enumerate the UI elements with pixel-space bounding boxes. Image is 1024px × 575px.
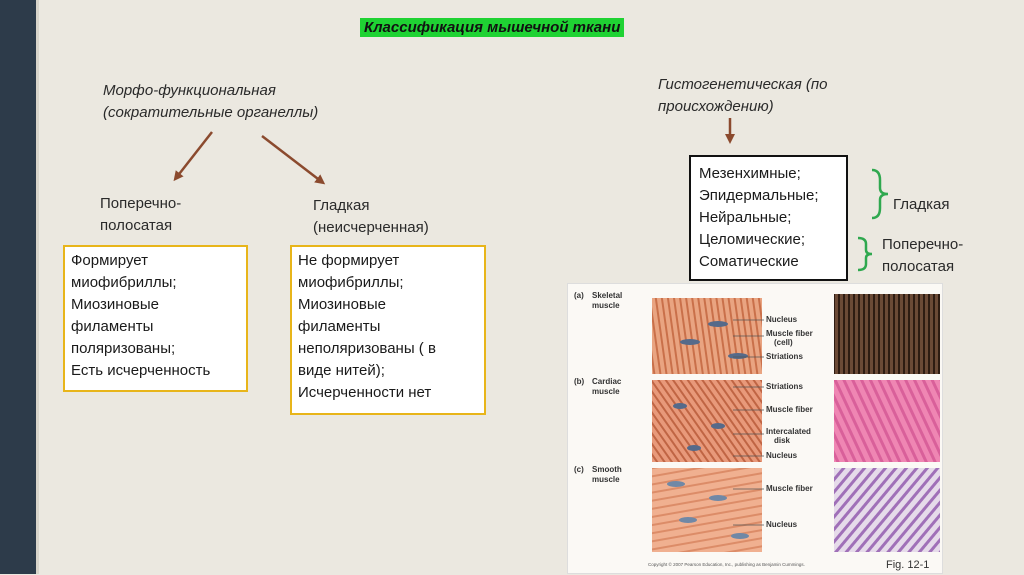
- label-muscle-fiber: Muscle fiber: [766, 405, 813, 414]
- smooth-nucleus: [731, 533, 749, 539]
- group-striated-label: Поперечно- полосатая: [882, 234, 963, 278]
- arrow-to-smooth: [261, 135, 326, 185]
- page-title: Классификация мышечной ткани: [360, 18, 625, 37]
- smooth-nucleus: [679, 517, 697, 523]
- smooth-box-line: неполяризованы ( в: [298, 340, 436, 357]
- origin-item: Целомические;: [699, 231, 806, 248]
- striated-label: Поперечно- полосатая: [100, 193, 181, 237]
- striated-label-line2: полосатая: [100, 217, 173, 234]
- cardiac-drawing: [652, 380, 762, 462]
- label-disk: disk: [774, 436, 791, 445]
- cardiac-nucleus: [711, 423, 725, 429]
- arrow-to-striated: [173, 131, 213, 182]
- striated-box-line: поляризованы;: [71, 340, 176, 357]
- bracket-smooth: [871, 168, 889, 220]
- striated-label-line1: Поперечно-: [100, 195, 182, 212]
- histo-heading-line1: Гистогенетическая (по: [658, 76, 828, 93]
- label-striations: Striations: [766, 382, 803, 391]
- panel-a-name1: Skeletal: [592, 291, 622, 300]
- smooth-box-line: Исчерченности нет: [298, 384, 432, 401]
- panel-b-tag: (b): [574, 377, 585, 386]
- panel-c-name1: Smooth: [592, 465, 622, 474]
- striated-box-line: филаменты: [71, 318, 154, 335]
- side-bar-strip: [36, 0, 39, 574]
- group-striated-line1: Поперечно-: [882, 236, 964, 253]
- morpho-heading-line1: Морфо-функциональная: [103, 82, 276, 99]
- figure-label: Fig. 12-1: [886, 559, 929, 571]
- label-nucleus: Nucleus: [766, 315, 798, 324]
- smooth-label-line2: (неисчерченная): [313, 219, 429, 236]
- origin-item: Нейральные;: [699, 209, 792, 226]
- side-bar: [0, 0, 36, 574]
- label-nucleus: Nucleus: [766, 451, 798, 460]
- histo-heading: Гистогенетическая (по происхождению): [658, 74, 827, 118]
- smooth-drawing: [652, 468, 762, 552]
- figure-copyright: Copyright © 2007 Pearson Education, Inc.…: [648, 561, 805, 567]
- smooth-box-line: Миозиновые: [298, 296, 387, 313]
- histo-heading-line2: происхождению): [658, 98, 774, 115]
- origin-item: Эпидермальные;: [699, 187, 819, 204]
- origin-item: Соматические: [699, 253, 799, 270]
- panel-c-name2: muscle: [592, 475, 620, 484]
- group-smooth-label: Гладкая: [893, 196, 950, 213]
- smooth-label: Гладкая (неисчерченная): [313, 195, 429, 239]
- panel-a-tag: (a): [574, 291, 584, 300]
- skeletal-nucleus: [708, 321, 728, 327]
- skeletal-nucleus: [728, 353, 748, 359]
- panel-a-name2: muscle: [592, 301, 620, 310]
- panel-b-name2: muscle: [592, 387, 620, 396]
- panel-b-name1: Cardiac: [592, 377, 622, 386]
- smooth-label-line1: Гладкая: [313, 197, 370, 214]
- muscle-figure: (a) Skeletal muscle (b) Cardiac muscle (…: [567, 283, 943, 574]
- label-intercalated: Intercalated: [766, 427, 811, 436]
- smooth-box-line: виде нитей);: [298, 362, 385, 379]
- smooth-nucleus: [709, 495, 727, 501]
- striated-box: Формирует миофибриллы; Миозиновые филаме…: [63, 245, 248, 392]
- smooth-nucleus: [667, 481, 685, 487]
- bracket-striated: [857, 236, 873, 272]
- label-muscle-fiber: Muscle fiber: [766, 329, 813, 338]
- skeletal-nucleus: [680, 339, 700, 345]
- smooth-box: Не формирует миофибриллы; Миозиновые фил…: [290, 245, 486, 415]
- skeletal-micrograph: [834, 294, 940, 374]
- muscle-figure-art: (a) Skeletal muscle (b) Cardiac muscle (…: [574, 291, 940, 571]
- panel-c-tag: (c): [574, 465, 584, 474]
- cardiac-micrograph: [834, 380, 940, 462]
- smooth-box-line: филаменты: [298, 318, 381, 335]
- cardiac-nucleus: [687, 445, 701, 451]
- label-striations: Striations: [766, 352, 803, 361]
- morpho-heading: Морфо-функциональная (сократительные орг…: [103, 80, 318, 124]
- origins-box: Мезенхимные; Эпидермальные; Нейральные; …: [689, 155, 848, 281]
- morpho-heading-line2: (сократительные органеллы): [103, 104, 319, 121]
- smooth-box-line: Не формирует: [298, 252, 400, 269]
- striated-box-line: Есть исчерченность: [71, 362, 211, 379]
- label-muscle-fiber: Muscle fiber: [766, 484, 813, 493]
- label-nucleus: Nucleus: [766, 520, 798, 529]
- cardiac-nucleus: [673, 403, 687, 409]
- striated-box-line: миофибриллы;: [71, 274, 177, 291]
- label-cell: (cell): [774, 338, 793, 347]
- smooth-box-line: миофибриллы;: [298, 274, 404, 291]
- leader-lines: [733, 319, 764, 526]
- smooth-micrograph: [834, 468, 940, 552]
- striated-box-line: Формирует: [71, 252, 148, 269]
- striated-box-line: Миозиновые: [71, 296, 160, 313]
- group-striated-line2: полосатая: [882, 258, 955, 275]
- origin-item: Мезенхимные;: [699, 165, 801, 182]
